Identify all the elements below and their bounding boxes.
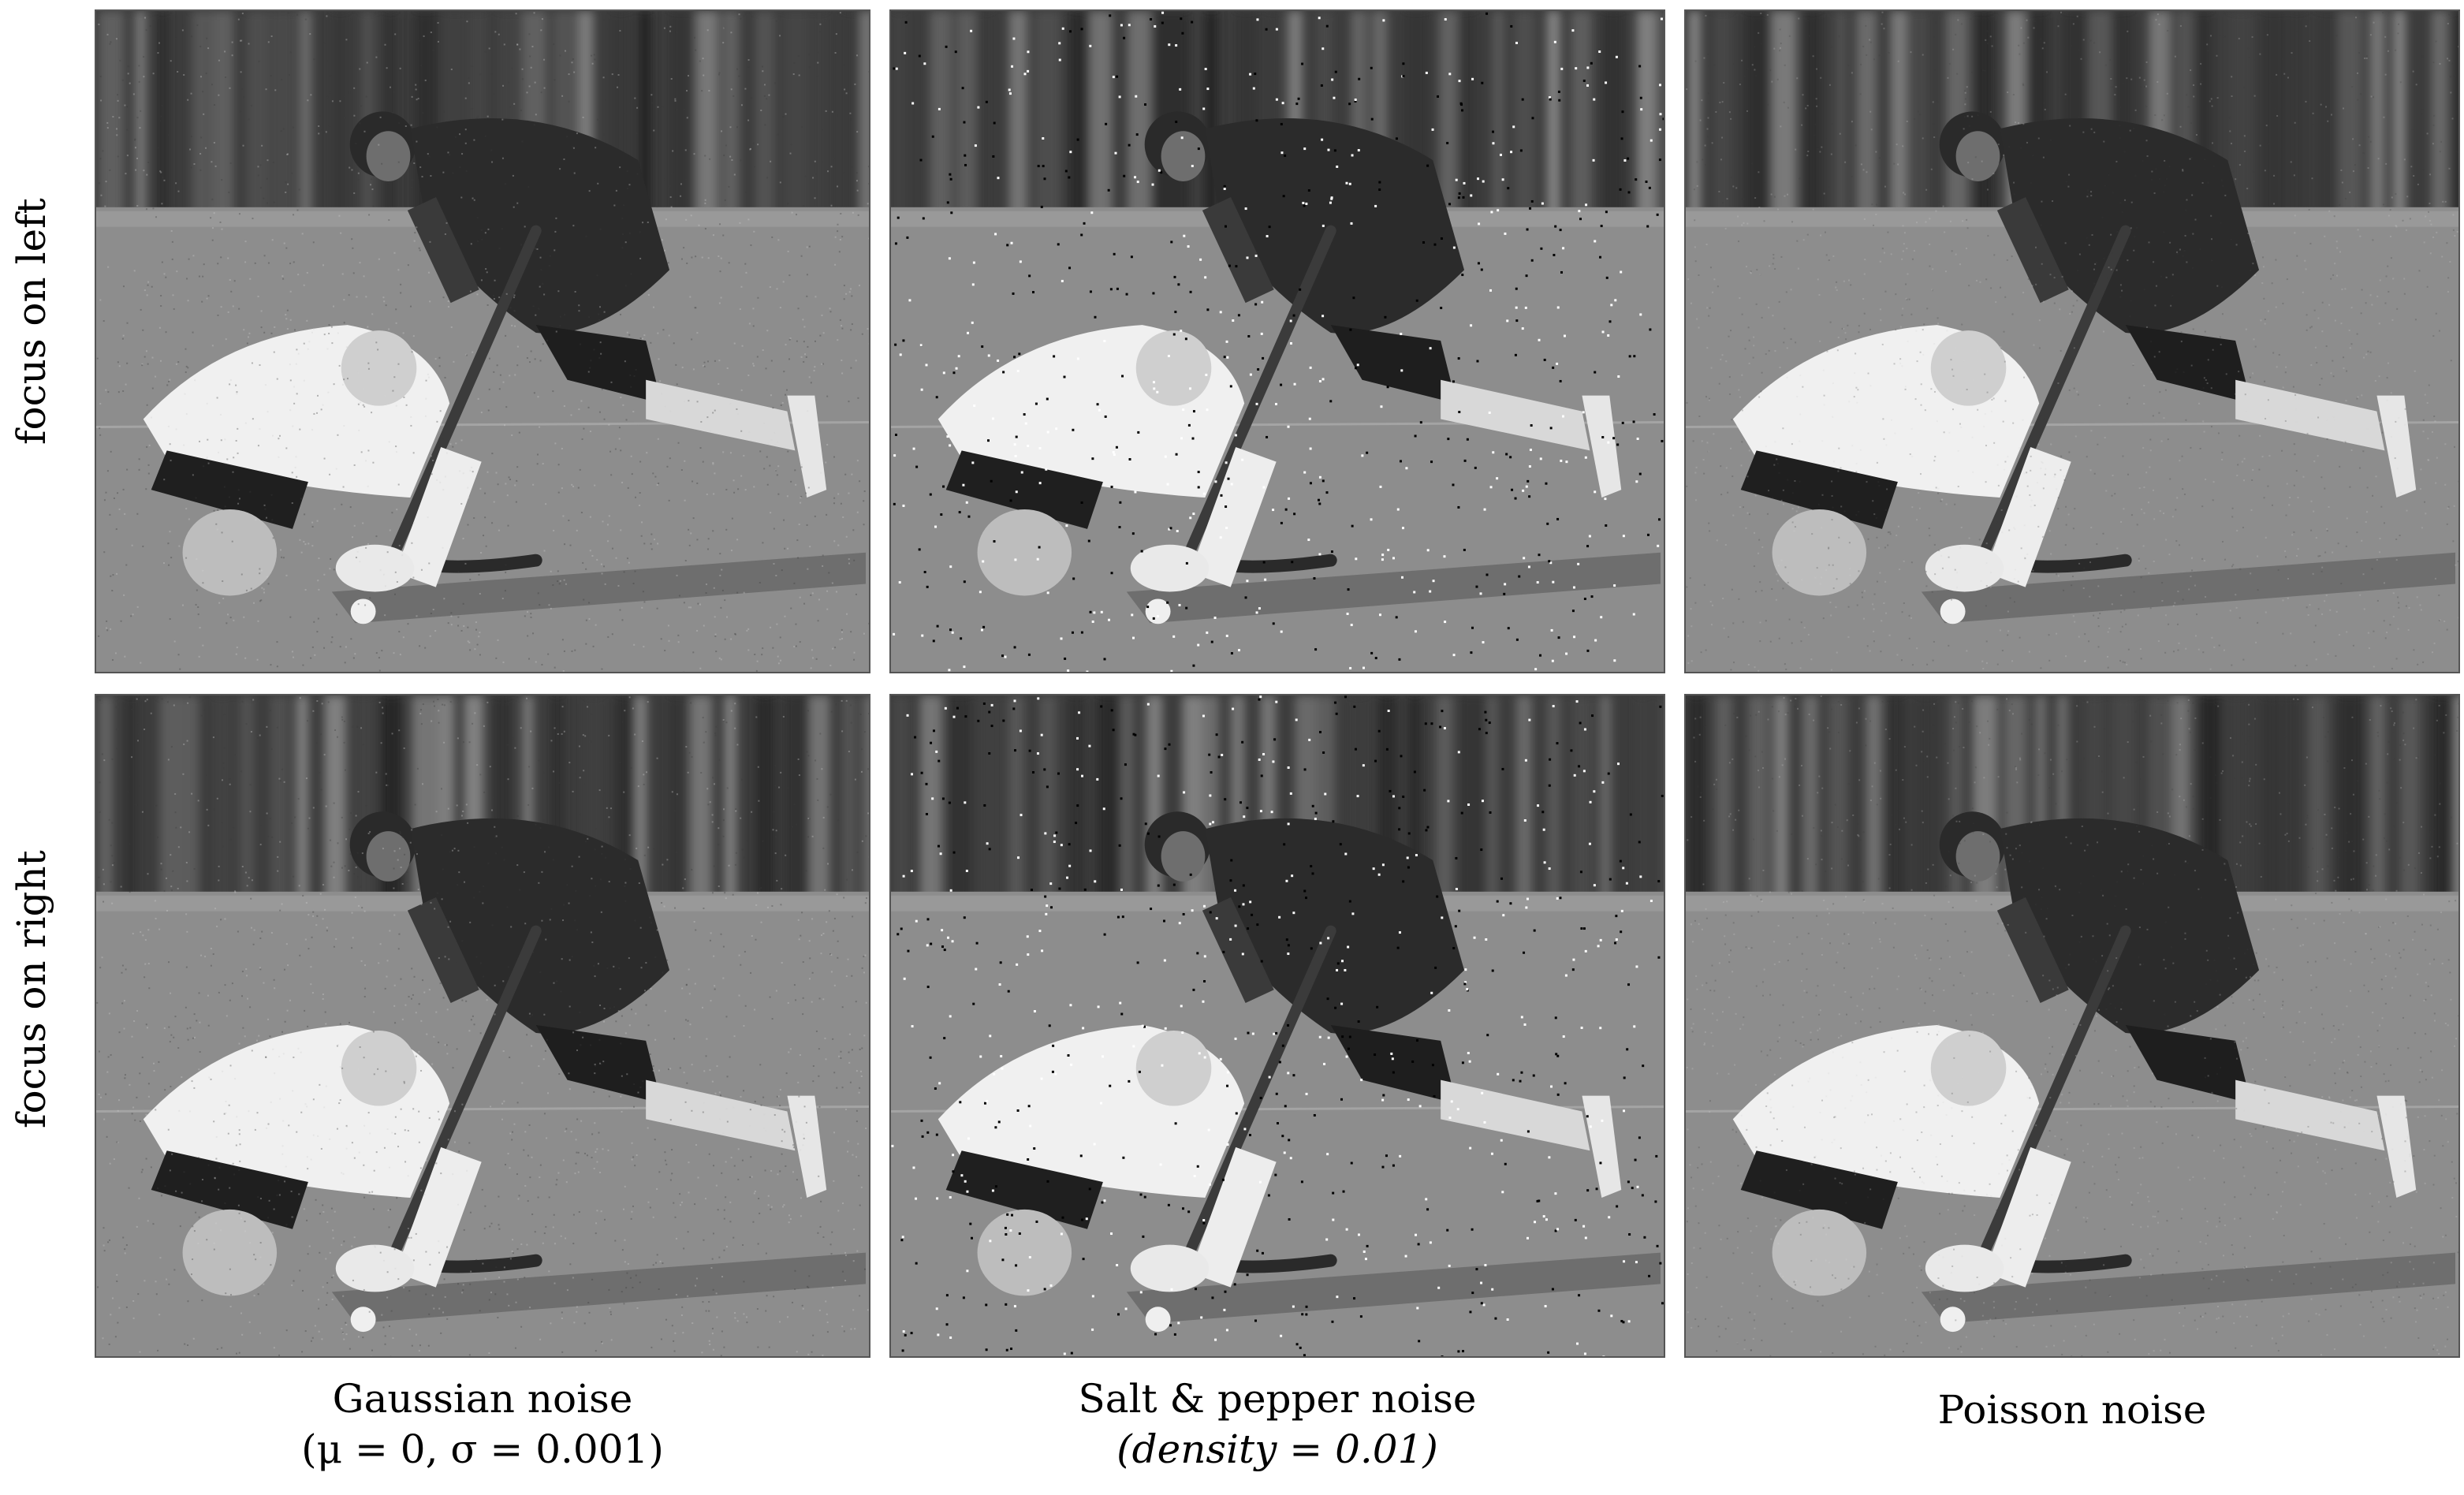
caption-saltpepper-params: (density = 0.01)	[1116, 1426, 1438, 1472]
dark-player-figure	[349, 111, 827, 498]
dark-player-figure	[1939, 111, 2417, 498]
caption-saltpepper-title: Salt & pepper noise	[1078, 1376, 1477, 1422]
white-player-figure	[143, 1025, 482, 1296]
caption-gaussian-title: Gaussian noise	[332, 1376, 633, 1422]
dark-player-figure	[1144, 111, 1622, 498]
dark-player-figure	[349, 811, 827, 1198]
white-player-figure	[143, 325, 482, 596]
dark-player-figure	[1144, 811, 1622, 1198]
caption-gaussian-params: (μ = 0, σ = 0.001)	[301, 1426, 664, 1472]
hockey-scene-graphic	[1686, 695, 2458, 1356]
image-panel-right-saltpepper	[889, 694, 1665, 1358]
hockey-scene-graphic	[891, 11, 1664, 672]
image-panel-right-gaussian	[95, 694, 870, 1358]
image-panel-left-saltpepper	[889, 9, 1665, 673]
image-panel-left-poisson	[1684, 9, 2460, 673]
hockey-scene-graphic	[96, 695, 869, 1356]
caption-poisson-title: Poisson noise	[1937, 1387, 2207, 1433]
image-panel-right-poisson	[1684, 694, 2460, 1358]
white-player-figure	[1732, 1025, 2071, 1296]
caption-gaussian: Gaussian noise (μ = 0, σ = 0.001)	[95, 1374, 870, 1474]
hockey-scene-graphic	[891, 695, 1664, 1356]
row-label-focus-left: focus on left	[9, 198, 54, 445]
hockey-scene-graphic	[1686, 11, 2458, 672]
caption-saltpepper: Salt & pepper noise (density = 0.01)	[889, 1374, 1665, 1474]
hockey-scene-graphic	[96, 11, 869, 672]
dark-player-figure	[1939, 811, 2417, 1198]
row-label-focus-right: focus on right	[9, 850, 54, 1128]
white-player-figure	[938, 1025, 1277, 1296]
image-panel-left-gaussian	[95, 9, 870, 673]
white-player-figure	[938, 325, 1277, 596]
white-player-figure	[1732, 325, 2071, 596]
caption-poisson: Poisson noise	[1684, 1385, 2460, 1435]
